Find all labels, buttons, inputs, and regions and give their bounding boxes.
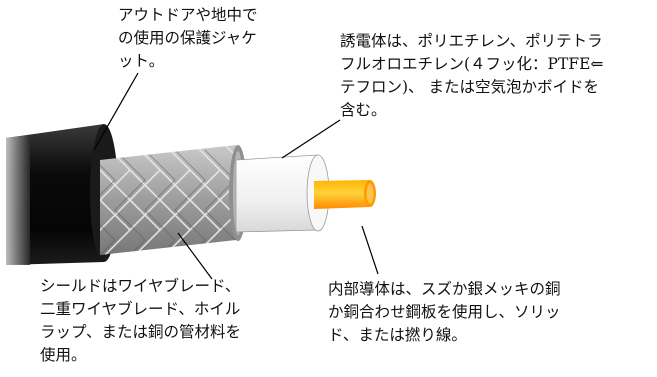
conductor-leader <box>361 225 379 275</box>
jacket-label: アウトドアや地中で の使用の保護ジャケ ット。 <box>118 6 258 70</box>
braided-shield <box>100 145 247 255</box>
dielectric-leader <box>281 119 341 159</box>
leader-lines <box>93 72 379 280</box>
jacket-leader <box>93 72 139 151</box>
inner-conductor <box>314 180 376 209</box>
dielectric-label: 誘電体は、ポリエチレン、ポリテトラ フルオロエチレン(４フッ化：PTFE⇐ テフ… <box>340 32 604 119</box>
protective-jacket <box>6 124 118 265</box>
shield-leader <box>177 232 213 280</box>
shield-label: シールドはワイヤブレード、 二重ワイヤブレード、ホイル ラップ、または銅の管材料… <box>40 277 242 364</box>
conductor-label: 内部導体は、スズか銀メッキの銅 か銅合わせ鋼板を使用し、ソリッ ド、または撚り線… <box>328 280 561 344</box>
